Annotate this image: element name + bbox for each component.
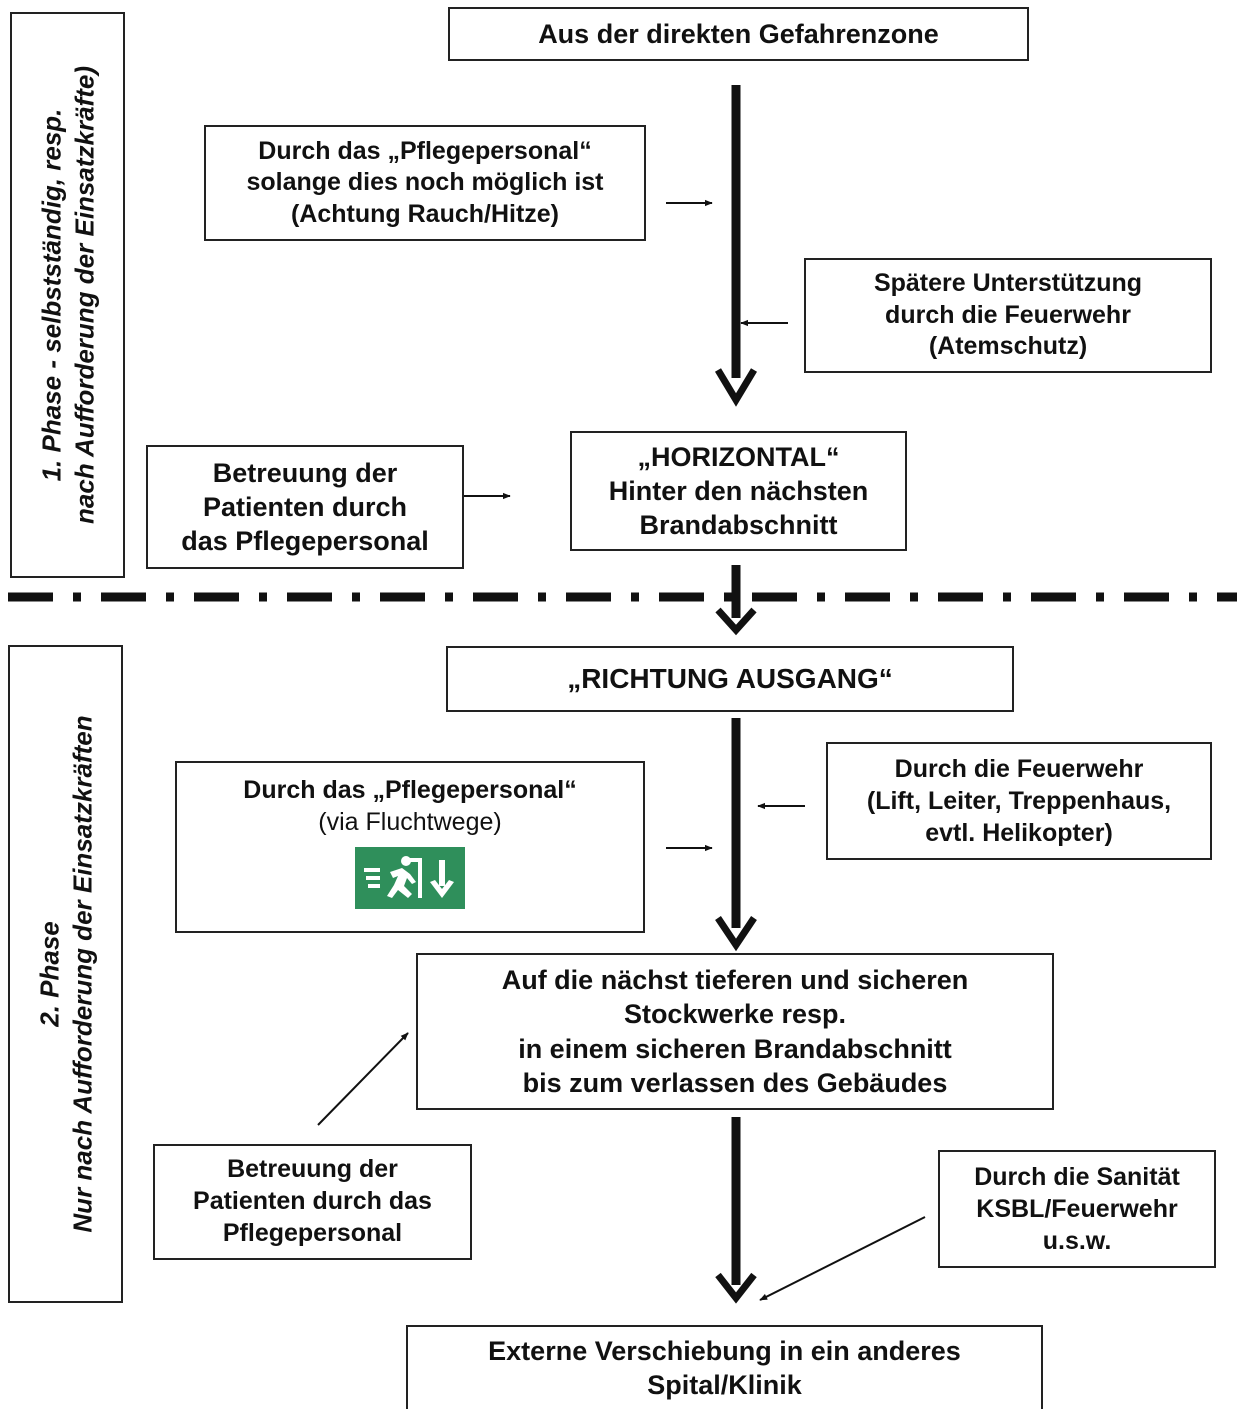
box-floors-line-3: in einem sicheren Brandabschnitt (518, 1033, 952, 1064)
box-external-line-2: Spital/Klinik (647, 1370, 802, 1400)
box-care1-line-3: das Pflegepersonal (181, 526, 429, 557)
running-man-arrow-icon (364, 855, 454, 898)
box-firedept-line-1: Durch die Feuerwehr (894, 755, 1144, 783)
main-arrow-4 (715, 1117, 757, 1304)
box-floors-line-4: bis zum verlassen des Gebäudes (522, 1067, 948, 1098)
box-nursing-staff-phase1: Durch das „Pflegepersonal“ solange dies … (204, 125, 646, 241)
box-nursing-staff-phase2: Durch das „Pflegepersonal“ (via Fluchtwe… (175, 761, 645, 933)
arrow-care2-to-floors (317, 1032, 409, 1126)
emergency-exit-sign-icon (355, 846, 465, 909)
box-exit-line: „RICHTUNG AUSGANG“ (567, 663, 893, 694)
box-horizontal-line-1: „HORIZONTAL“ (637, 441, 840, 472)
box-care2-line-1: Betreuung der (227, 1155, 398, 1184)
phase-2-label: 2. Phase Nur nach Aufforderung der Einsa… (8, 645, 123, 1303)
arrow-medical-to-flow (759, 1216, 926, 1301)
box-medical-line-1: Durch die Sanität (974, 1163, 1180, 1191)
box-nursing1-line-2: solange dies noch möglich ist (246, 168, 604, 197)
phase-1-label: 1. Phase - selbstständig, resp. nach Auf… (10, 12, 125, 578)
box-nursing1-line-3: (Achtung Rauch/Hitze) (290, 199, 560, 228)
box-firesupport-line-3: (Atemschutz) (928, 332, 1088, 361)
box-patient-care-phase2: Betreuung der Patienten durch das Pflege… (153, 1144, 472, 1260)
box-floors-line-1: Auf die nächst tieferen und sicheren (501, 964, 969, 995)
main-arrow-3 (715, 718, 757, 952)
box-nursing2-line-1: Durch das „Pflegepersonal“ (243, 776, 577, 804)
box-horizontal: „HORIZONTAL“ Hinter den nächsten Brandab… (570, 431, 907, 551)
box-fire-support: Spätere Unterstützung durch die Feuerweh… (804, 258, 1212, 373)
box-direction-exit: „RICHTUNG AUSGANG“ (446, 646, 1014, 712)
box-firesupport-line-2: durch die Feuerwehr (885, 300, 1131, 329)
box-medical-line-3: u.s.w. (1042, 1227, 1112, 1255)
box-firesupport-line-1: Spätere Unterstützung (873, 268, 1143, 297)
box-care1-line-2: Patienten durch (202, 491, 408, 522)
box-nursing2-line-2: (via Fluchtwege) (318, 807, 502, 836)
box-firedept-line-3: evtl. Helikopter) (925, 819, 1113, 847)
box-fire-department: Durch die Feuerwehr (Lift, Leiter, Trepp… (826, 742, 1212, 860)
box-care1-line-1: Betreuung der (212, 457, 398, 488)
main-arrow-2 (715, 565, 757, 636)
box-care2-line-3: Pflegepersonal (222, 1218, 403, 1247)
box-external-transfer: Externe Verschiebung in ein anderes Spit… (406, 1325, 1043, 1409)
main-arrow-1 (714, 85, 758, 407)
box-horizontal-line-2: Hinter den nächsten (608, 475, 869, 506)
box-firedept-line-2: (Lift, Leiter, Treppenhaus, (866, 787, 1172, 815)
box-nursing1-line-1: Durch das „Pflegepersonal“ (258, 137, 592, 166)
box-horizontal-line-3: Brandabschnitt (639, 510, 838, 541)
box-care2-line-2: Patienten durch das (193, 1187, 432, 1216)
box-lower-floors: Auf die nächst tieferen und sicheren Sto… (416, 953, 1054, 1110)
box-external-line-1: Externe Verschiebung in ein anderes (488, 1335, 961, 1366)
box-floors-line-2: Stockwerke resp. (623, 999, 847, 1030)
box-patient-care-phase1: Betreuung der Patienten durch das Pflege… (146, 445, 464, 569)
box-danger-zone-line: Aus der direkten Gefahrenzone (538, 18, 939, 49)
box-danger-zone: Aus der direkten Gefahrenzone (448, 7, 1029, 61)
box-medical-service: Durch die Sanität KSBL/Feuerwehr u.s.w. (938, 1150, 1216, 1268)
box-medical-line-2: KSBL/Feuerwehr (976, 1195, 1178, 1223)
